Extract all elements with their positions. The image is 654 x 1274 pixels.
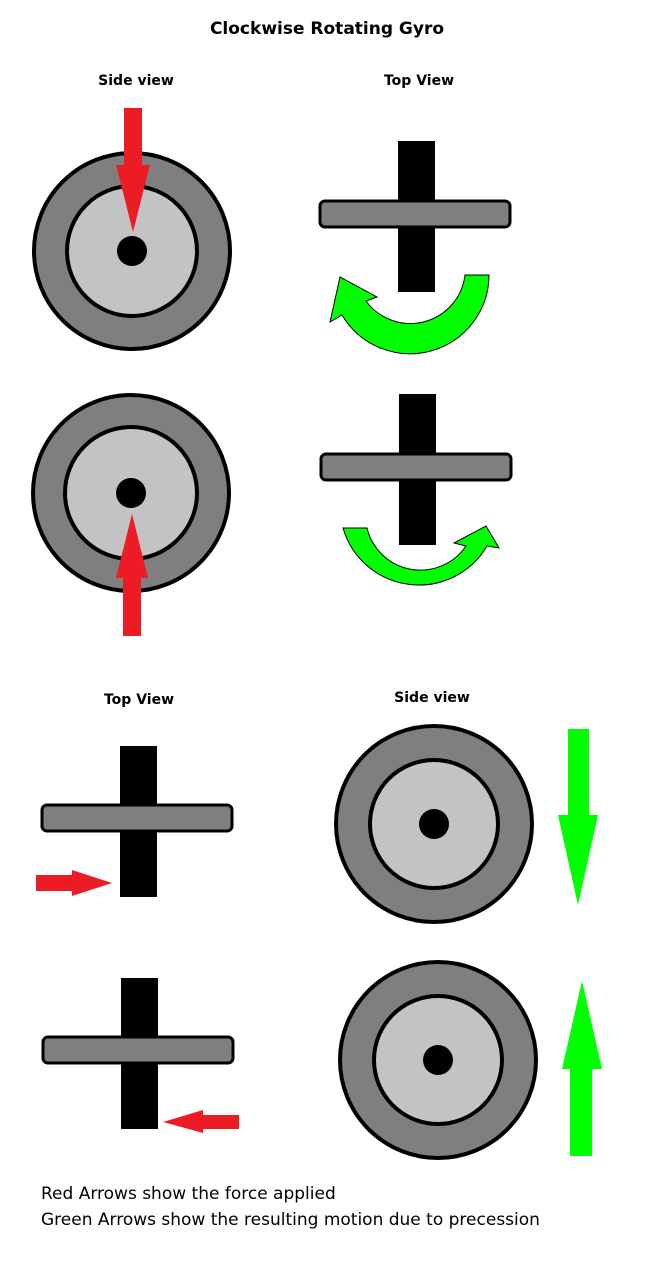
motion-arrow-curved-left [329, 274, 490, 355]
top-view-gyro-4 [41, 978, 235, 1129]
side-view-label-top: Side view [98, 73, 174, 89]
top-view-gyro-3 [40, 746, 234, 897]
motion-arrow-up [562, 981, 602, 1156]
top-view-gyro-2 [319, 394, 513, 545]
motion-arrow-curved-right [342, 525, 500, 586]
force-arrow-up [116, 514, 148, 636]
side-view-wheel-4 [338, 960, 538, 1160]
force-arrow-left [163, 1110, 239, 1133]
side-view-wheel-3 [334, 724, 534, 924]
motion-arrow-down [558, 729, 598, 905]
top-view-gyro-1 [318, 141, 512, 292]
force-arrow-down [116, 108, 150, 232]
top-view-label-top: Top View [383, 73, 455, 89]
legend-green-arrows: Green Arrows show the resulting motion d… [41, 1210, 540, 1230]
side-view-label-bottom: Side view [394, 690, 470, 706]
force-arrow-right [36, 870, 112, 896]
diagram-title: Clockwise Rotating Gyro [209, 19, 445, 39]
legend-red-arrows: Red Arrows show the force applied [41, 1184, 336, 1204]
top-view-label-bottom: Top View [103, 692, 175, 708]
side-view-wheel-2 [31, 393, 231, 593]
